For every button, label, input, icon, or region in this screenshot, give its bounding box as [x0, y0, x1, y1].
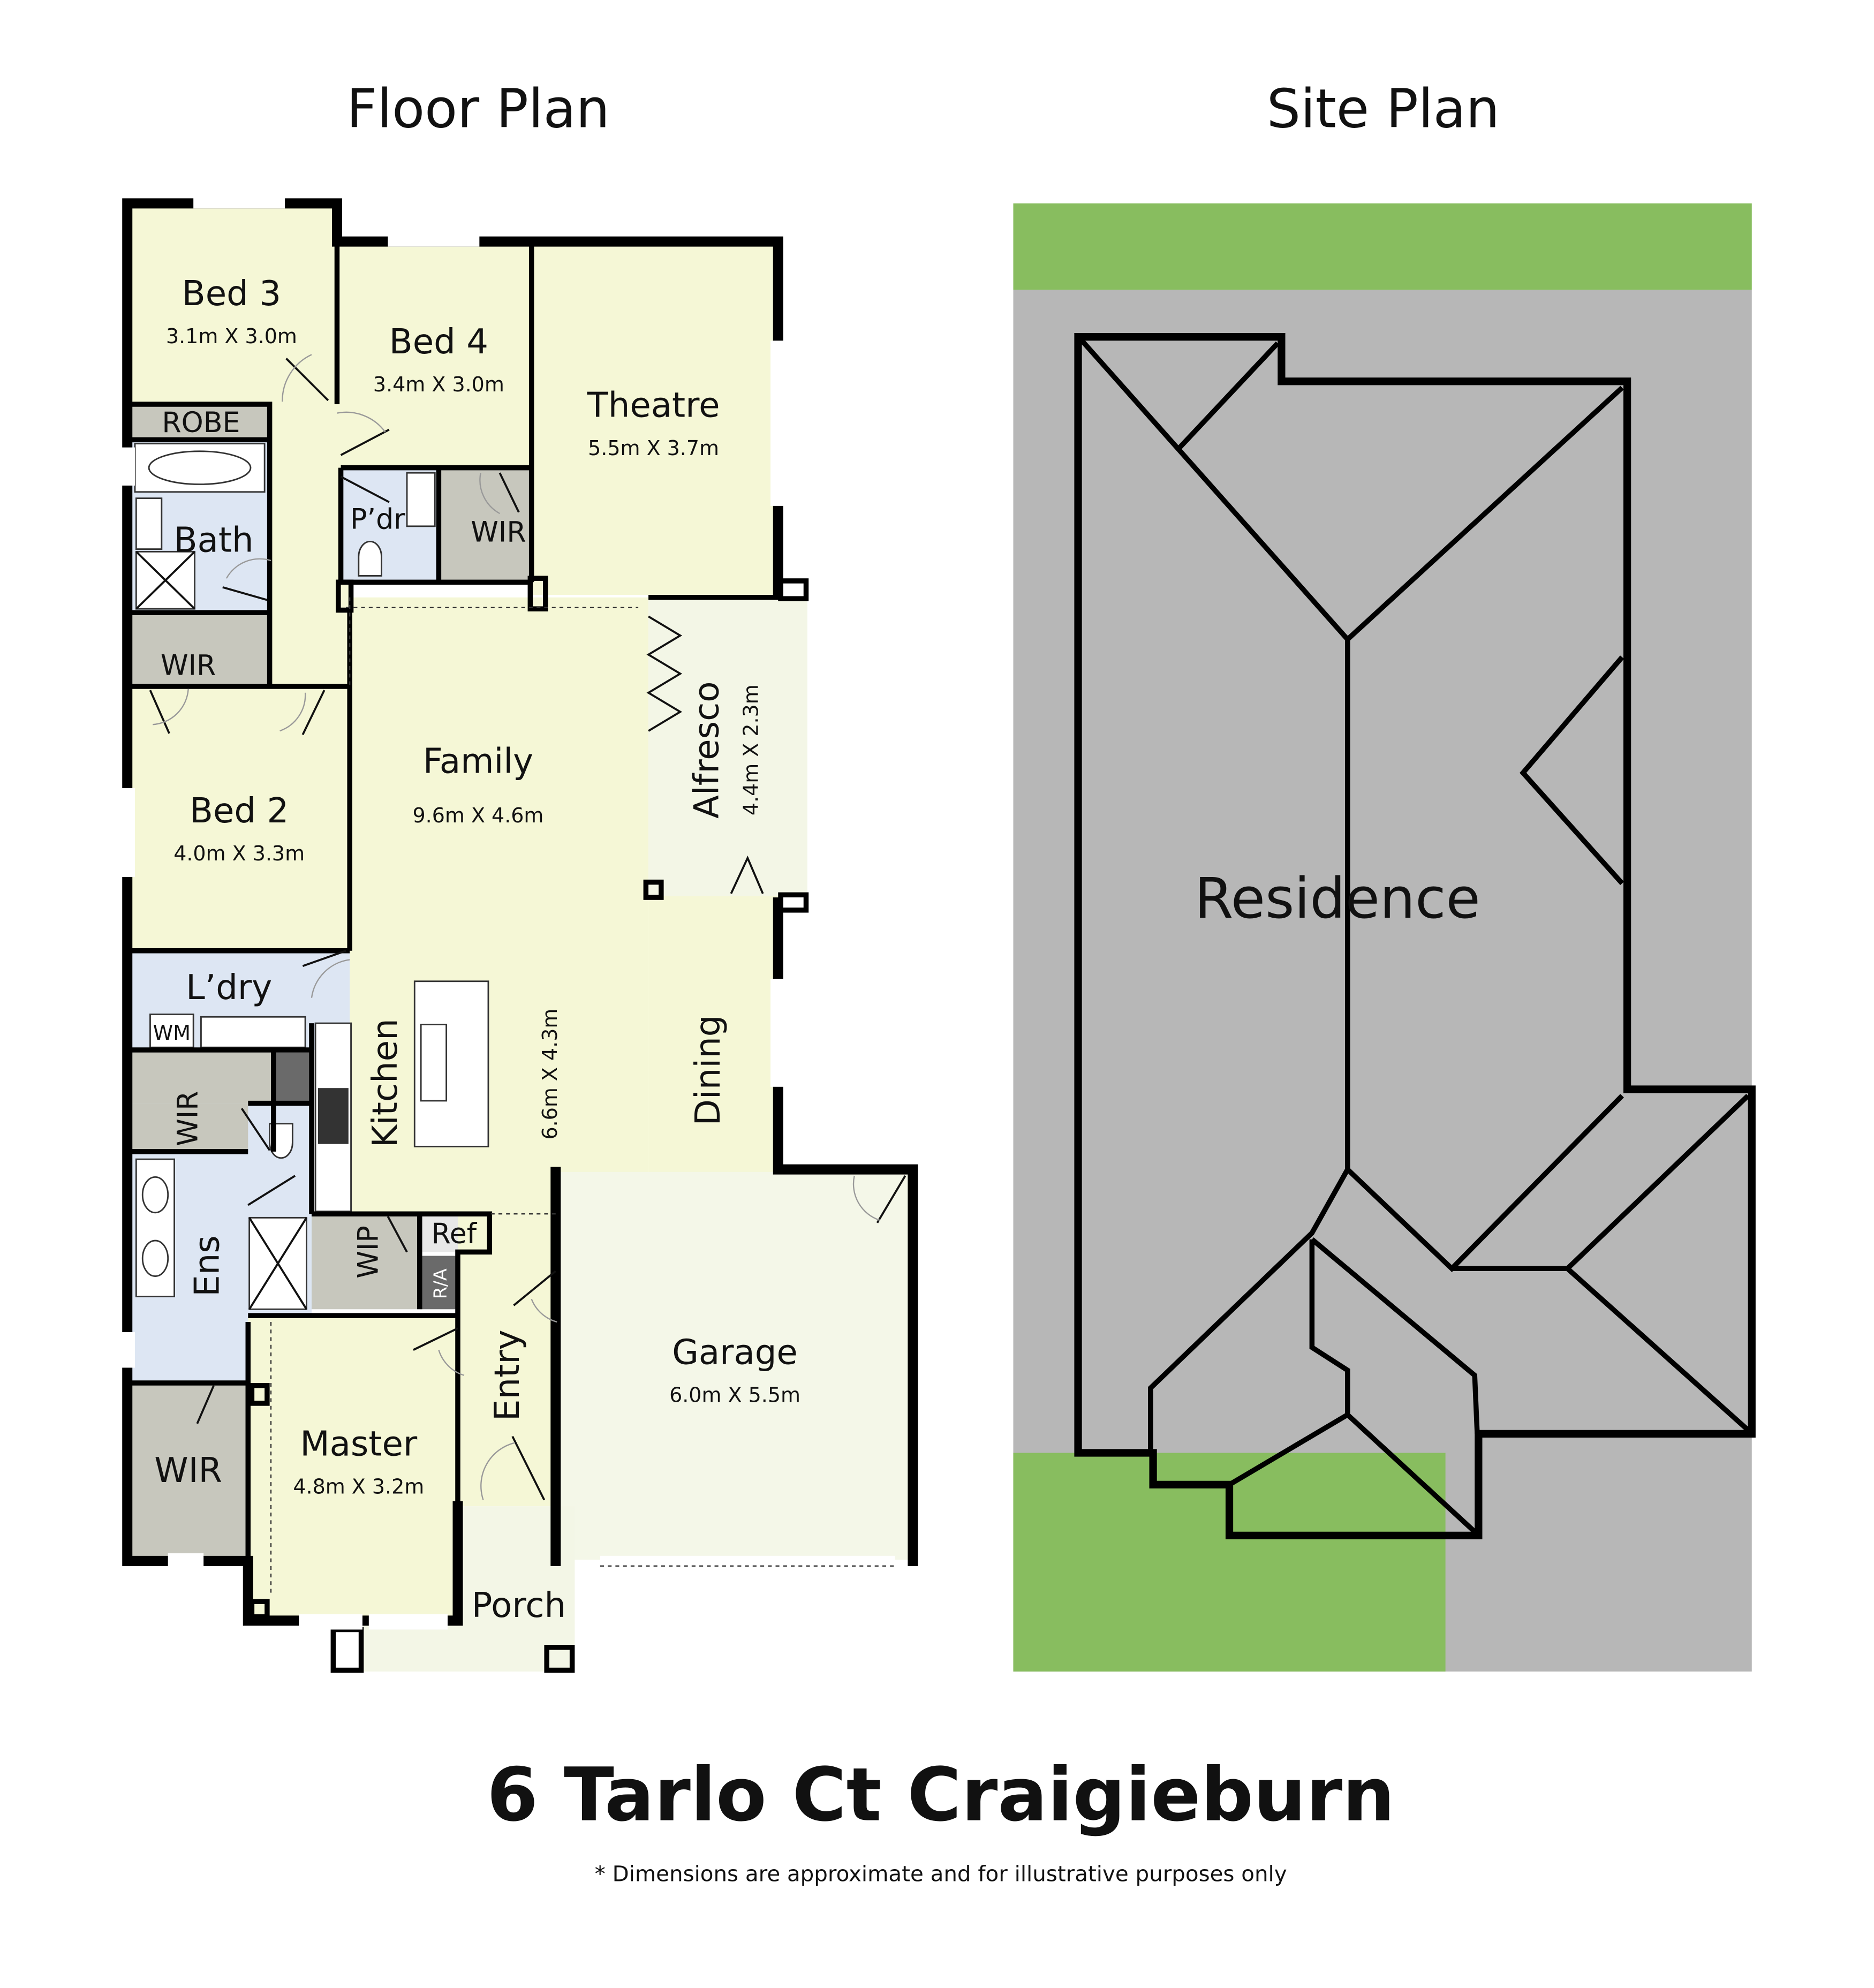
- label-theatre: Theatre: [587, 386, 720, 426]
- label-ref: Ref: [432, 1218, 478, 1250]
- pdr-basin-icon: [406, 472, 436, 527]
- porch-post: [544, 1645, 575, 1673]
- ens-shower-cross: [248, 1217, 308, 1310]
- label-family: Family: [423, 742, 533, 781]
- ens-basin-1: [141, 1176, 169, 1214]
- site-plan-title: Site Plan: [1267, 77, 1500, 140]
- label-bed2: Bed 2: [190, 791, 289, 831]
- openings: [270, 597, 895, 1596]
- label-bed4: Bed 4: [389, 322, 488, 362]
- label-entry: Entry: [488, 1329, 527, 1420]
- post: [249, 1599, 270, 1620]
- toilet-icon: [358, 540, 382, 577]
- dim-bed2: 4.0m X 3.3m: [173, 842, 305, 865]
- label-pdr: P’dr: [350, 504, 405, 536]
- alfresco-post: [778, 578, 809, 601]
- post: [336, 579, 354, 613]
- dim-alfresco: 4.4m X 2.3m: [739, 684, 762, 815]
- site-plan: Residence: [1013, 203, 1756, 1672]
- post: [643, 879, 664, 900]
- label-residence: Residence: [1195, 866, 1480, 931]
- label-bath: Bath: [174, 520, 254, 560]
- property-address: 6 Tarlo Ct Craigieburn: [487, 1752, 1395, 1838]
- interior-walls: [127, 241, 779, 1561]
- label-wir-bed4: WIR: [471, 516, 526, 548]
- label-dining: Dining: [689, 1015, 728, 1126]
- dim-kitchen: 6.6m X 4.3m: [538, 1009, 562, 1140]
- room-ra: [419, 1256, 458, 1310]
- dim-bed3: 3.1m X 3.0m: [166, 324, 297, 348]
- room-garage: [555, 1171, 913, 1560]
- room-wir-bed4: [439, 467, 532, 583]
- room-family: [350, 597, 649, 1214]
- dim-master: 4.8m X 3.2m: [293, 1475, 424, 1498]
- label-porch: Porch: [472, 1586, 566, 1626]
- room-wip: [311, 1214, 420, 1310]
- room-bed3: [127, 203, 337, 404]
- disclaimer: * Dimensions are approximate and for ill…: [595, 1862, 1287, 1887]
- washing-machine-icon: [149, 1014, 194, 1048]
- room-wir-master: [127, 1382, 248, 1561]
- label-wip: WIP: [352, 1226, 384, 1279]
- label-garage: Garage: [672, 1333, 798, 1372]
- room-bed2: [127, 686, 350, 951]
- post: [527, 576, 548, 611]
- porch-post: [330, 1627, 364, 1673]
- label-ra: R/A: [430, 1268, 451, 1299]
- label-alfresco: Alfresco: [687, 681, 727, 818]
- laundry-trough-icon: [200, 1016, 306, 1048]
- floor-plan-title: Floor Plan: [346, 77, 610, 140]
- dim-family: 9.6m X 4.6m: [413, 804, 544, 827]
- front-lawn: [1013, 203, 1752, 290]
- sink-icon: [420, 1024, 448, 1102]
- wir-ens-ext: [127, 1103, 248, 1152]
- alfresco-post: [778, 892, 809, 913]
- ens-basin-2: [141, 1239, 169, 1277]
- roof-ridges: [1080, 339, 1750, 1534]
- doors: [149, 358, 906, 1501]
- shower-cross: [135, 550, 195, 610]
- dim-theatre: 5.5m X 3.7m: [588, 436, 719, 460]
- dim-garage: 6.0m X 5.5m: [669, 1384, 800, 1407]
- label-kitchen: Kitchen: [366, 1018, 405, 1147]
- label-wir-master: WIR: [154, 1451, 222, 1491]
- room-master: [248, 1316, 458, 1621]
- hallway: [269, 394, 350, 693]
- residence-roof: [1074, 332, 1756, 1539]
- room-entry: [457, 1214, 556, 1507]
- bathtub-basin: [148, 450, 252, 485]
- basin-icon: [135, 497, 163, 550]
- room-wir-bed2: [127, 613, 270, 686]
- label-laundry: L’dry: [186, 968, 272, 1008]
- label-wir-bed2: WIR: [161, 650, 216, 682]
- label-ens: Ens: [188, 1235, 228, 1296]
- label-master: Master: [300, 1424, 417, 1464]
- floor-plan: Bed 3 3.1m X 3.0m Bed 4 3.4m X 3.0m Thea…: [119, 195, 918, 1673]
- post: [249, 1382, 270, 1406]
- room-theatre: [531, 241, 779, 595]
- room-alfresco: [648, 597, 807, 896]
- label-wm: WM: [153, 1021, 191, 1045]
- cooktop-icon: [318, 1088, 349, 1144]
- door-swings: [153, 354, 880, 1500]
- label-robe: ROBE: [162, 407, 240, 439]
- label-wir-ens: WIR: [172, 1091, 204, 1146]
- room-dining: [648, 896, 779, 1174]
- room-bed4: [337, 241, 532, 468]
- duct: [273, 1052, 312, 1103]
- dim-bed4: 3.4m X 3.0m: [373, 373, 504, 396]
- room-robe: [127, 404, 270, 440]
- label-bed3: Bed 3: [182, 274, 281, 314]
